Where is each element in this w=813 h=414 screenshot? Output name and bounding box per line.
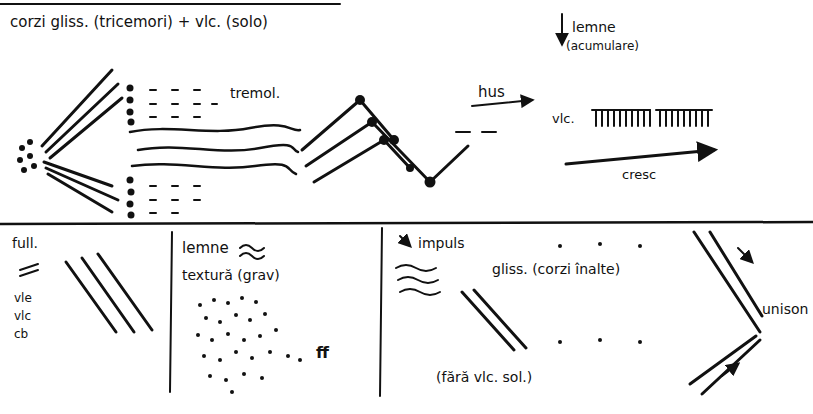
converging-lines (690, 232, 762, 394)
divider-line (380, 228, 382, 396)
note-dots (355, 95, 436, 188)
wave-sign (396, 265, 440, 295)
handwritten-label: corzi gliss. (tricemori) + vlc. (solo) (10, 14, 268, 31)
handwritten-label: cresc (622, 168, 656, 182)
handwritten-label: vlc. (552, 112, 575, 126)
handwritten-label: unison (762, 302, 808, 317)
dash-rows (150, 90, 217, 213)
frame-line (0, 3, 340, 5)
handwritten-label: textură (grav) (182, 268, 280, 283)
handwritten-label: (fără vlc. sol.) (436, 370, 532, 385)
zigzag (302, 100, 468, 182)
handwritten-label: (acumulare) (566, 40, 639, 53)
handwritten-label: gliss. (corzi înalte) (492, 262, 620, 277)
dots (558, 242, 642, 344)
dashes (456, 131, 496, 133)
wavy-lines (130, 125, 300, 174)
handwritten-label: tremol. (230, 86, 280, 101)
handwritten-label: lemne (182, 240, 229, 257)
cresc-arrow (566, 150, 714, 164)
dot-cluster (17, 85, 135, 219)
wave-sign (240, 245, 264, 259)
handwritten-label: hus (478, 84, 505, 101)
handwritten-label: impuls (418, 236, 464, 251)
gliss-lines (66, 254, 152, 332)
arrow (400, 236, 410, 246)
handwritten-label: lemne (572, 20, 616, 35)
divider-line (170, 232, 172, 392)
handwritten-label: cb (14, 328, 28, 341)
divider-line (0, 222, 813, 224)
handwritten-label: vlc (14, 310, 31, 323)
cello-pulse (592, 110, 712, 126)
handwritten-label: ff (316, 344, 329, 362)
arrow (738, 248, 752, 262)
handwritten-label: vle (14, 292, 32, 305)
gliss-lines (462, 290, 526, 350)
arrow (561, 14, 563, 44)
arrow (722, 364, 738, 376)
arrow (472, 100, 532, 106)
handwritten-label: full. (12, 236, 38, 251)
gliss-fan (42, 70, 122, 212)
tick-marks (20, 264, 38, 276)
texture-dots (196, 296, 302, 394)
